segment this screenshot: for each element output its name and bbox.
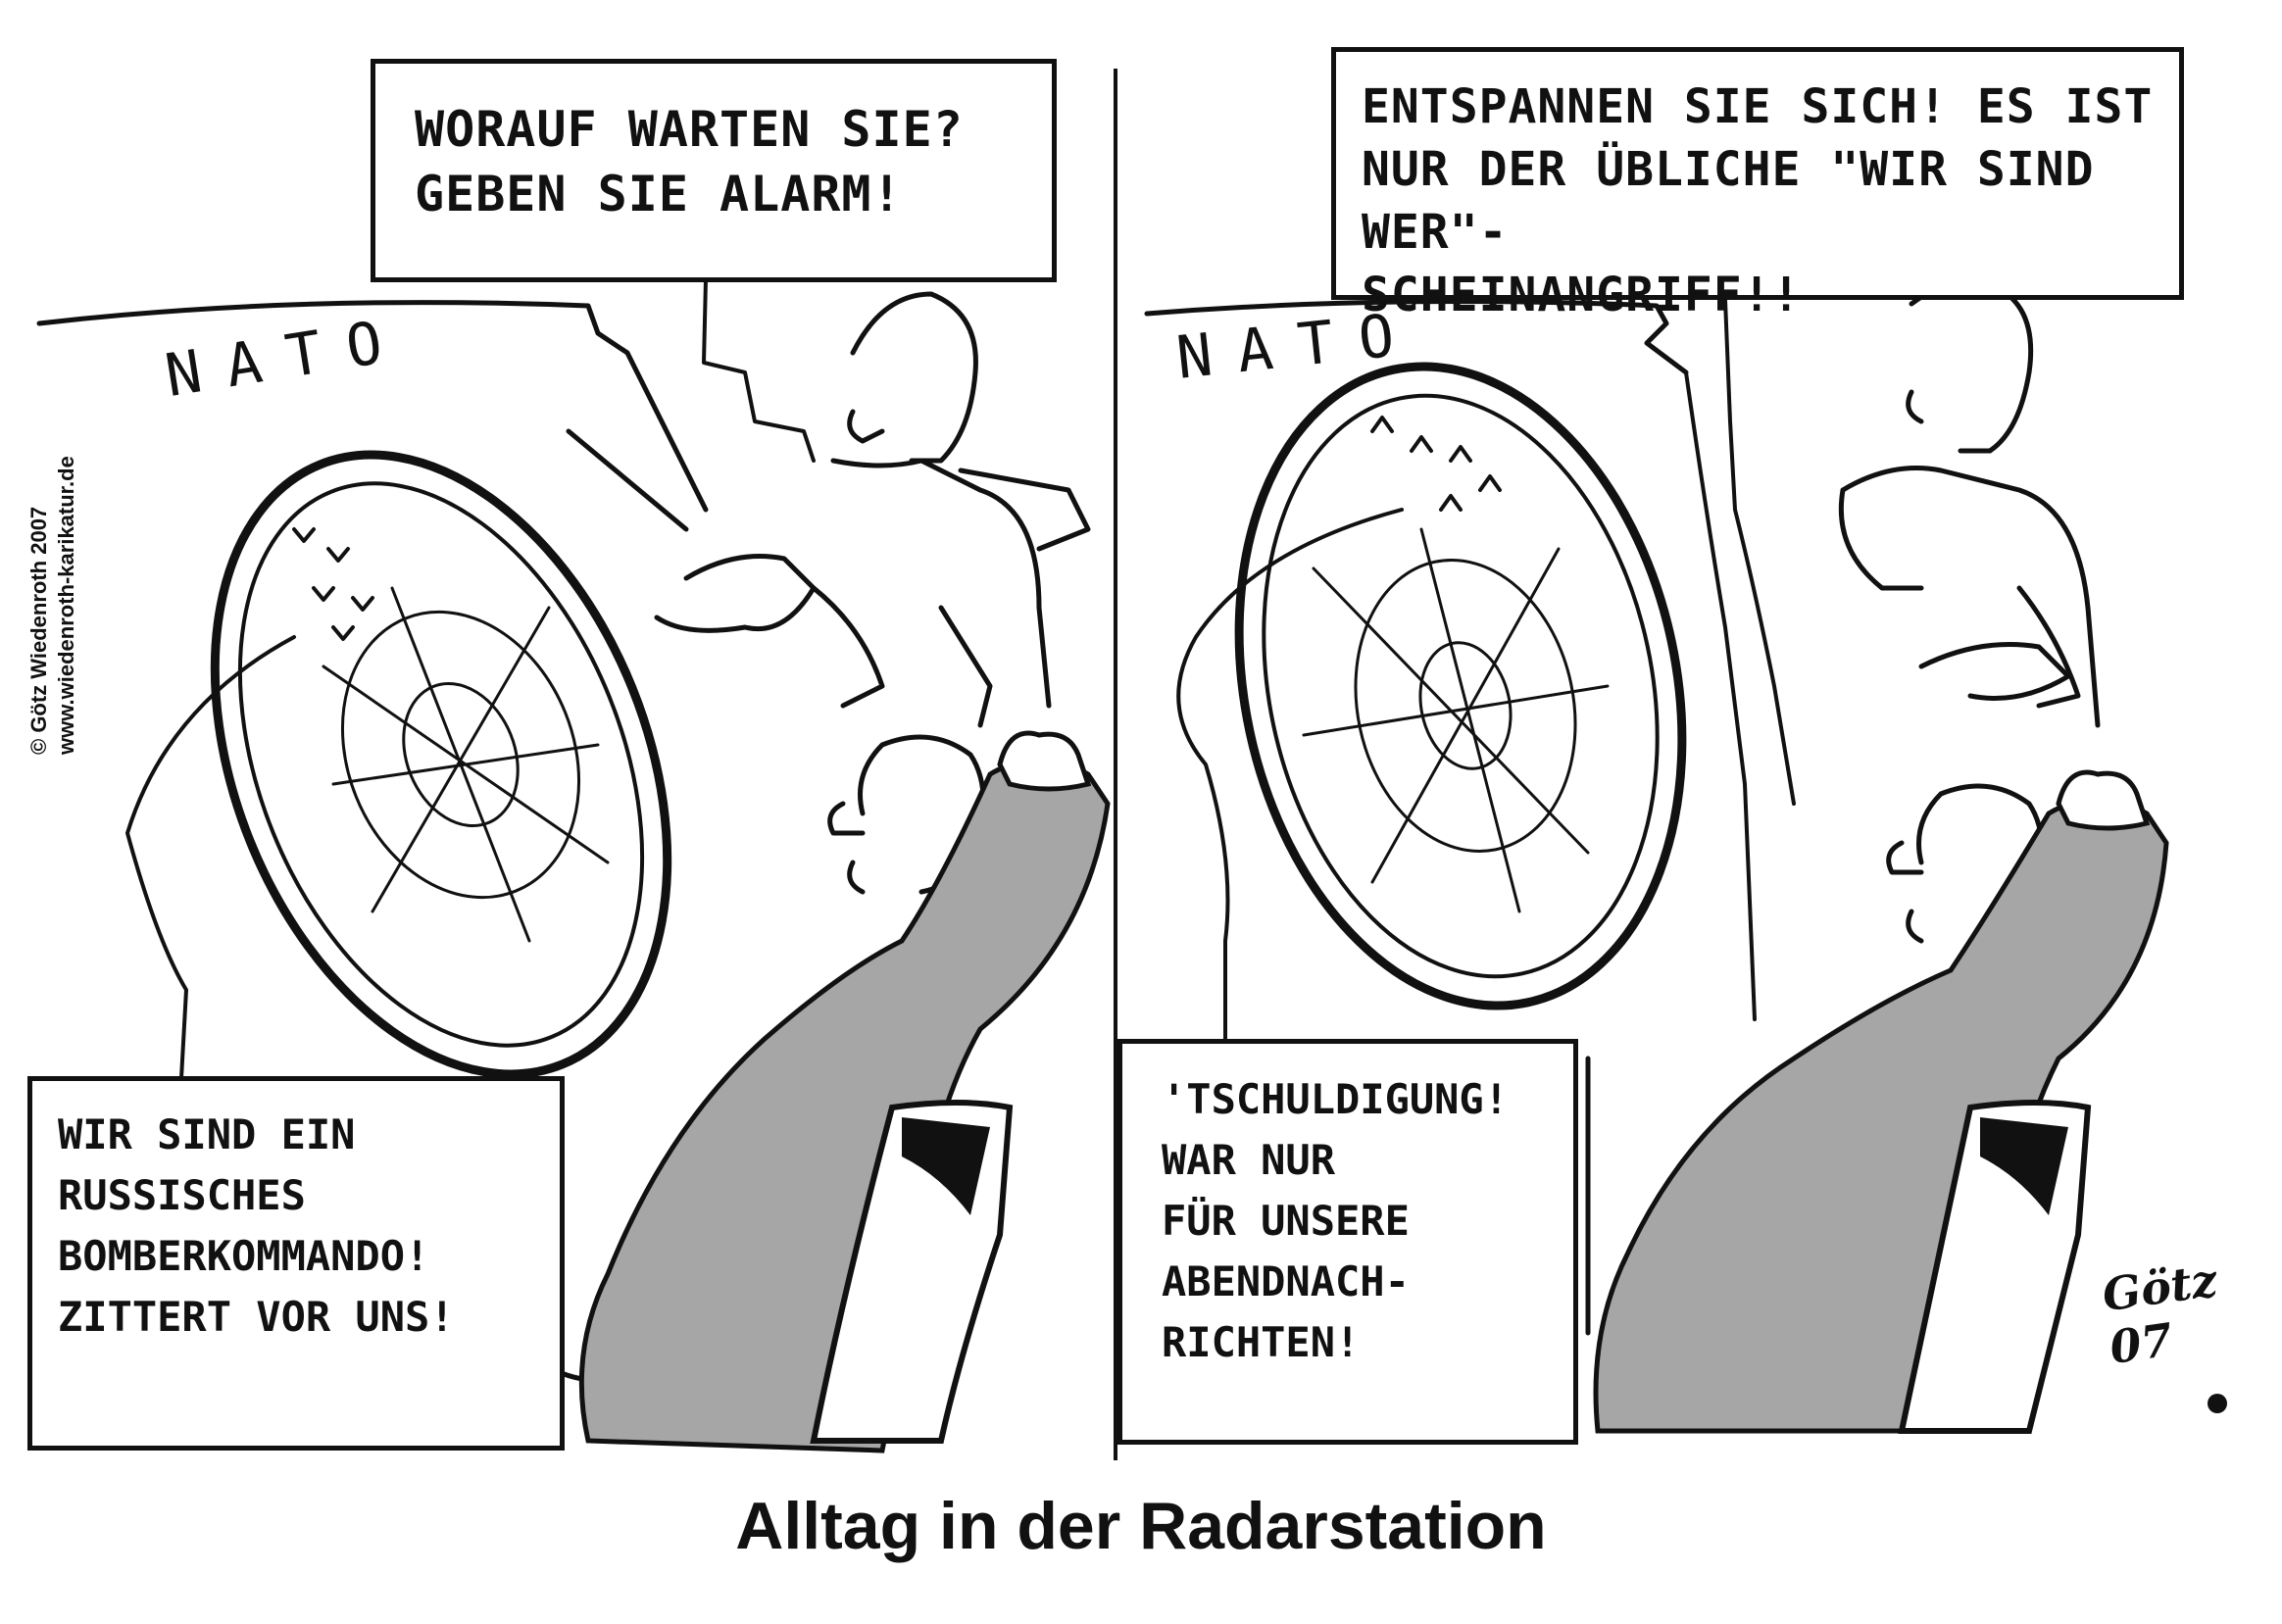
- speech-line: Zittert vor uns!: [58, 1293, 455, 1341]
- speech-line: für unsere: [1162, 1197, 1410, 1245]
- copyright-line: © Götz Wiedenroth 2007: [26, 506, 51, 755]
- speech-line: Worauf warten Sie?: [415, 101, 964, 158]
- speech-line: nur der übliche "Wir sind wer"-: [1362, 142, 2095, 260]
- speech-line: Bomberkommando!: [58, 1232, 430, 1280]
- copyright-url: www.wiedenroth-karikatur.de: [54, 456, 78, 755]
- right-soldier-hand: [2056, 769, 2151, 831]
- left-soldier-hand: [997, 730, 1092, 792]
- speech-line: Geben Sie Alarm!: [415, 166, 903, 222]
- right-panel-drawing: [1144, 279, 2101, 1336]
- speech-line: Wir sind ein: [58, 1110, 356, 1158]
- officer-speech-right: Entspannen Sie sich! Es ist nur der übli…: [1331, 47, 2184, 322]
- radar-speech-right: 'Tschuldigung! War nur für unsere Abendn…: [1117, 1039, 1578, 1445]
- speech-line: Abendnach-: [1162, 1257, 1410, 1305]
- radar-speech-left: Wir sind ein russisches Bomberkommando! …: [27, 1076, 565, 1451]
- copyright-notice: © Götz Wiedenroth 2007 www.wiedenroth-ka…: [25, 382, 143, 755]
- left-chair-shadow: [902, 1117, 990, 1215]
- cartoon-caption: Alltag in der Radarstation: [735, 1489, 1547, 1563]
- speech-line: richten!: [1162, 1318, 1361, 1366]
- right-soldier-uniform: [1593, 796, 2169, 1434]
- speech-line: Scheinangriff!!: [1362, 268, 1802, 322]
- speech-line: War nur: [1162, 1136, 1336, 1184]
- right-chair-shadow: [1980, 1117, 2068, 1215]
- officer-speech-left: Worauf warten Sie? Geben Sie Alarm!: [371, 59, 1057, 282]
- signature-dot: [2208, 1394, 2227, 1413]
- speech-line: 'Tschuldigung!: [1162, 1075, 1510, 1123]
- speech-line: russisches: [58, 1171, 306, 1219]
- left-soldier-uniform: [578, 757, 1111, 1453]
- speech-line: Entspannen Sie sich! Es ist: [1362, 79, 2154, 134]
